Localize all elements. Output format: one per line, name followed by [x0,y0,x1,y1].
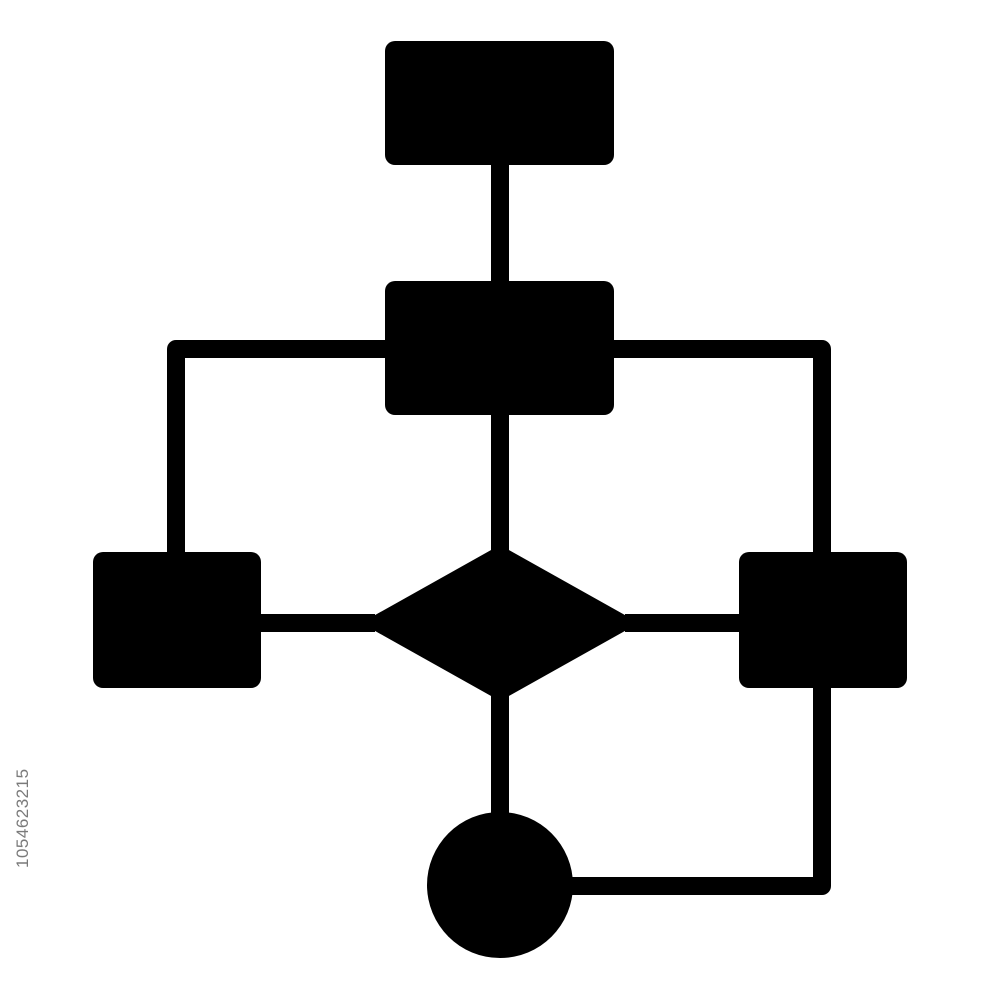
end-terminal-circle [427,812,573,958]
connector-lines [167,163,831,895]
edge-middle-to-left [167,340,390,555]
middle-process-box [385,281,614,415]
edge-right-to-end [568,685,831,895]
top-process-box [385,41,614,165]
right-process-box [739,552,907,688]
left-process-box [93,552,261,688]
edge-middle-to-right [610,340,831,555]
watermark-stock-id: 1054623215 [13,768,32,869]
nodes [93,41,907,958]
decision-diamond [365,545,635,701]
